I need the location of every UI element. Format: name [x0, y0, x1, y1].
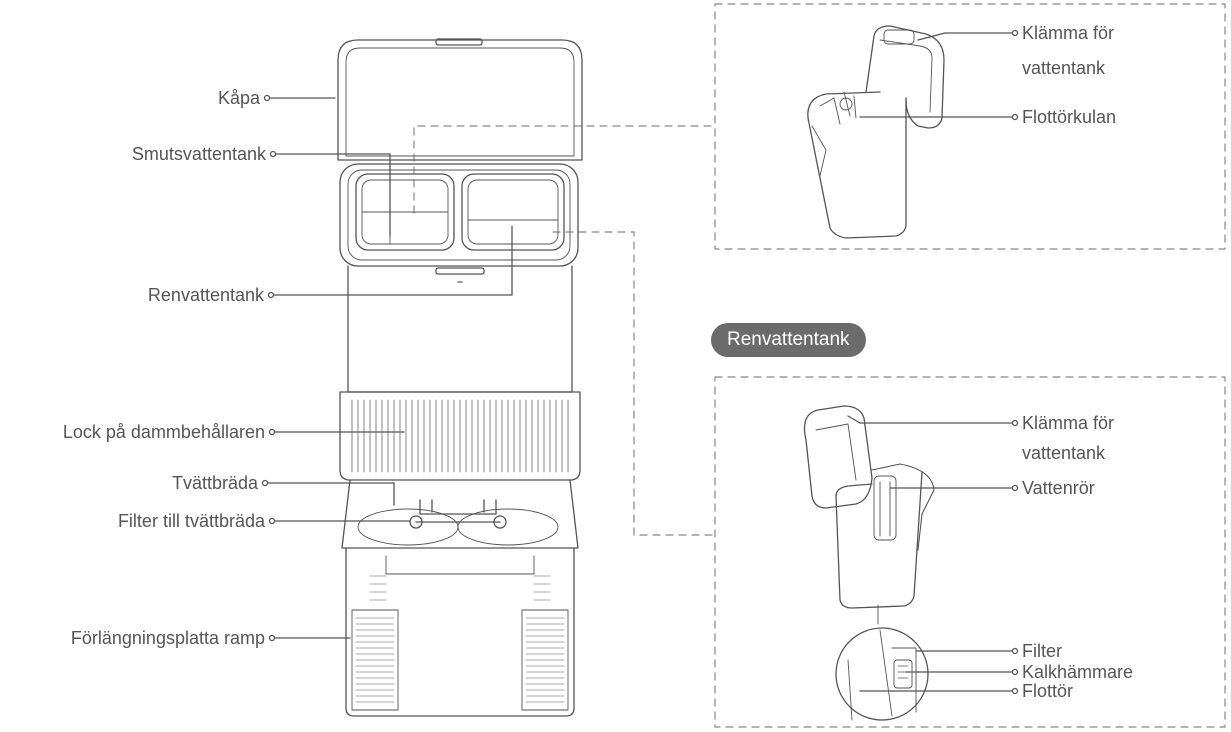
dust-lid-ribs: [351, 399, 569, 473]
clean-tank-illustration: [803, 405, 1019, 721]
label-filter: Filter: [1022, 641, 1062, 661]
label-wash-board: Tvättbräda: [171, 473, 258, 493]
label-clean-tank-clamp-line2: vattentank: [1022, 443, 1106, 463]
clean-tank-connector: [552, 231, 716, 536]
station-leader-lines: [261, 94, 513, 642]
cover-shape: [337, 39, 583, 161]
base-station: [337, 38, 583, 717]
label-wash-board-filter: Filter till tvättbräda: [117, 511, 265, 531]
label-float: Flottör: [1022, 681, 1074, 701]
dirty-tank-illustration: [807, 25, 1019, 239]
label-water-pipe: Vattenrör: [1022, 478, 1095, 498]
clean-tank-detail-frame: [714, 376, 1226, 728]
label-clean-water-tank: Renvattentank: [147, 285, 264, 305]
label-dust-bin-lid: Lock på dammbehållaren: [62, 422, 265, 442]
label-clean-tank-clamp-line1: Klämma för: [1022, 413, 1115, 433]
label-float-ball: Flottörkulan: [1022, 107, 1117, 127]
label-dirty-tank-clamp-line1: Klämma för: [1022, 23, 1115, 43]
label-cover: Kåpa: [217, 88, 260, 108]
label-limescale-inhibitor: Kalkhämmare: [1022, 662, 1134, 682]
label-dirty-tank-clamp-line2: vattentank: [1022, 58, 1106, 78]
clean-tank-badge: Renvattentank: [711, 323, 866, 357]
label-dirty-water-tank: Smutsvattentank: [131, 144, 266, 164]
label-extension-ramp: Förlängningsplatta ramp: [70, 628, 265, 648]
dirty-tank-connector: [413, 125, 716, 214]
dirty-tank-detail-frame: [714, 3, 1226, 250]
